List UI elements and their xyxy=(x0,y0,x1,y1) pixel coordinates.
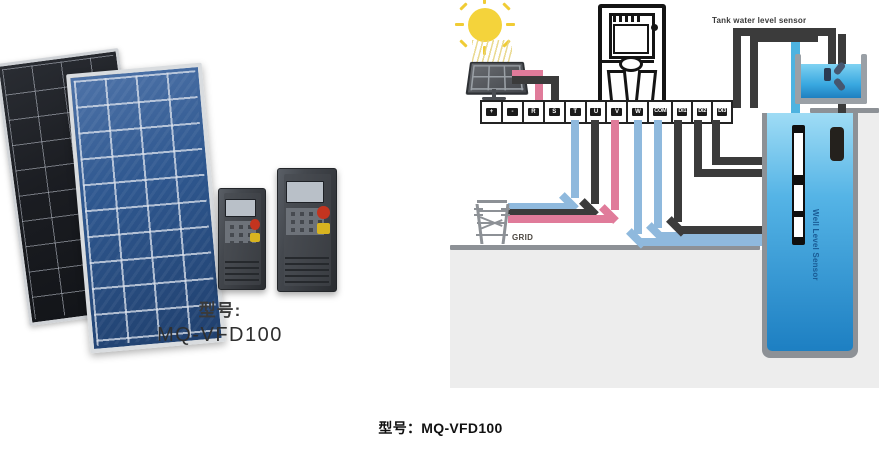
pump-stage-1 xyxy=(794,133,803,175)
tank-floor xyxy=(795,98,867,104)
wire-motor-v-v xyxy=(654,120,662,228)
page-bottom-caption: 型号：MQ-VFD100 xyxy=(378,420,503,436)
terminal-label: + xyxy=(485,108,497,116)
borehole-well-icon: Well Level Sensor xyxy=(762,113,879,388)
wire-motor-w-v xyxy=(674,120,682,222)
pump-stage-2 xyxy=(794,185,803,211)
wire-pv-positive-h xyxy=(512,70,542,78)
wire-grid-t-v xyxy=(611,120,619,210)
terminal-plus[interactable]: + xyxy=(482,102,503,122)
vfd-drive-large xyxy=(277,168,337,292)
wire-di1-v xyxy=(712,120,720,164)
vfd-display xyxy=(225,199,256,217)
vfd-run-button-icon xyxy=(317,222,331,234)
terminal-t[interactable]: T xyxy=(565,102,587,122)
vfd-lcd-screen xyxy=(613,24,649,54)
wire-com-h xyxy=(694,169,796,177)
vfd-segment-display xyxy=(613,15,643,22)
wire-pv-positive-v xyxy=(535,70,543,107)
wiring-schematic: Solar Panel + - R S T U V W COM xyxy=(450,0,879,388)
terminal-label: - xyxy=(506,108,518,116)
wire-com-v xyxy=(694,120,702,176)
vfd-vent-oval xyxy=(619,56,643,72)
terminal-di1[interactable]: DI1 xyxy=(673,102,694,122)
vfd-run-button-icon xyxy=(250,233,261,242)
terminal-block[interactable]: + - R S T U V W COM DI1 DI2 DI3 xyxy=(480,100,733,124)
vfd-keypad xyxy=(225,221,256,243)
vfd-indicator-dot xyxy=(651,24,658,31)
wire-di3-v xyxy=(750,34,758,108)
wire-pv-negative-h xyxy=(512,76,558,84)
vfd-stop-button-icon xyxy=(317,205,331,219)
vfd-vents xyxy=(284,256,330,284)
label-well-level-sensor: Well Level Sensor xyxy=(811,209,820,281)
wire-di2-v xyxy=(733,28,741,108)
wire-di1-h xyxy=(712,157,796,165)
terminal-label: W xyxy=(632,108,644,116)
label-grid: GRID xyxy=(512,233,534,242)
tower-crossarm-top xyxy=(477,200,507,203)
vfd-stop-button-icon xyxy=(250,219,261,230)
terminal-label: COM xyxy=(653,108,668,116)
tank-wall-right xyxy=(861,54,867,104)
terminal-r[interactable]: R xyxy=(523,102,545,122)
terminal-v[interactable]: V xyxy=(607,102,629,122)
wire-grid-s-v xyxy=(591,120,599,204)
well-level-sensor-probe xyxy=(830,127,844,161)
terminal-label: DI1 xyxy=(677,108,688,116)
wire-motor-w-h xyxy=(680,226,796,234)
product-photo: 型号: MQ-VFD100 xyxy=(0,0,440,390)
wire-motor-v-h xyxy=(660,232,796,240)
vfd-drive-small xyxy=(218,188,266,290)
wire-tank-sensor-drop xyxy=(828,28,836,76)
terminal-s[interactable]: S xyxy=(544,102,566,122)
terminal-label: U xyxy=(590,108,602,116)
terminal-label: R xyxy=(527,108,539,116)
terminal-w[interactable]: W xyxy=(628,102,650,122)
tank-float-sensor-body xyxy=(824,68,831,81)
label-tank-water-level-sensor: Tank water level sensor xyxy=(712,16,807,25)
terminal-u[interactable]: U xyxy=(586,102,608,122)
water-storage-tank-icon xyxy=(795,54,867,104)
tank-wall-left xyxy=(795,54,801,104)
tower-crossbar-3 xyxy=(476,234,508,236)
terminal-di2[interactable]: DI2 xyxy=(693,102,714,122)
terminal-label: DI3 xyxy=(717,108,728,116)
wire-grid-r-v xyxy=(571,120,579,198)
solar-panel-stand xyxy=(492,89,496,98)
solar-panel-base xyxy=(482,97,506,100)
vfd-vents xyxy=(224,261,260,283)
terminal-minus[interactable]: - xyxy=(502,102,524,122)
tank-water xyxy=(801,64,861,98)
wire-grid-r-h xyxy=(508,203,572,211)
terminal-com[interactable]: COM xyxy=(649,102,674,122)
wire-motor-u-v xyxy=(634,120,642,234)
terminal-label: V xyxy=(611,108,623,116)
sun-icon xyxy=(468,8,502,42)
power-transmission-tower-icon xyxy=(472,196,512,244)
tower-crossbar-1 xyxy=(478,210,506,212)
pump-stage-3 xyxy=(794,217,803,237)
wire-grid-t-h xyxy=(508,215,612,223)
vfd-controller-icon xyxy=(598,4,666,112)
ground-surface-line xyxy=(450,245,760,250)
product-caption-model-label: 型号: xyxy=(198,301,242,320)
wire-di3-h xyxy=(750,34,818,42)
terminal-label: T xyxy=(569,108,581,116)
wire-pv-negative-v xyxy=(551,76,559,107)
wire-grid-s-h xyxy=(508,209,592,217)
wire-di2-h xyxy=(733,28,835,36)
terminal-di3[interactable]: DI3 xyxy=(713,102,732,122)
terminal-label: S xyxy=(548,108,560,116)
product-caption-model-value: MQ-VFD100 xyxy=(157,324,283,346)
wire-motor-u-h xyxy=(640,238,796,246)
vfd-display xyxy=(286,181,325,203)
submersible-pump-icon xyxy=(792,125,805,245)
terminal-label: DI2 xyxy=(697,108,708,116)
